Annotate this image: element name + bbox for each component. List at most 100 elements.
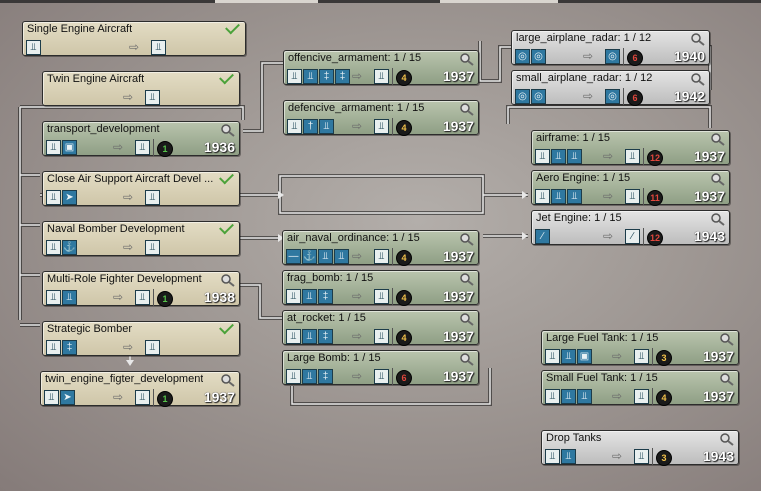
divider xyxy=(392,368,393,385)
magnifier-icon[interactable] xyxy=(719,372,735,386)
magnifier-icon[interactable] xyxy=(710,212,726,226)
magnifier-icon[interactable] xyxy=(719,432,735,446)
radar-icon: ◎ xyxy=(515,89,530,104)
result-plane-icon: ⫫ xyxy=(374,119,389,134)
tech-title: Multi-Role Fighter Development xyxy=(47,273,202,285)
divider xyxy=(623,88,624,105)
magnifier-icon[interactable] xyxy=(459,232,475,246)
result-plane-icon: ⫫ xyxy=(135,290,150,305)
result-plane-icon: ⫫ xyxy=(374,289,389,304)
tech-strategic-bomber[interactable]: Strategic Bomber⫫‡⇨⫫ xyxy=(42,319,240,356)
checkmark-icon xyxy=(219,319,234,335)
result-plane-icon: ⫫ xyxy=(135,140,150,155)
difficulty-badge: 1 xyxy=(157,391,173,407)
plane-icon: ⫫ xyxy=(545,349,560,364)
result-plane-icon: ⫫ xyxy=(625,189,640,204)
arrow-right-icon: ⇨ xyxy=(113,290,124,304)
tech-twin-engine-aircraft[interactable]: Twin Engine Aircraft⇨⫫ xyxy=(42,69,240,106)
requirement-icons: ⫫⫫⫫ xyxy=(535,149,583,164)
tech-year: 1943 xyxy=(702,448,734,464)
magnifier-icon[interactable] xyxy=(459,312,475,326)
magnifier-icon[interactable] xyxy=(220,373,236,387)
plane-icon: ⫫ xyxy=(286,369,301,384)
result-plane-icon: ⫫ xyxy=(135,390,150,405)
requirement-icons: ∕ xyxy=(535,229,551,244)
arrow-right-icon: ⇨ xyxy=(612,449,623,463)
tech-year: 1936 xyxy=(203,139,235,155)
tech-close-air-support-aircraft-devel[interactable]: Close Air Support Aircraft Devel ...⫫➤⇨⫫ xyxy=(42,169,240,206)
tech-title: airframe: 1 / 15 xyxy=(536,132,610,144)
magnifier-icon[interactable] xyxy=(459,352,475,366)
magnifier-icon[interactable] xyxy=(690,32,706,46)
magnifier-icon[interactable] xyxy=(220,123,236,137)
bomb-icon: ‡ xyxy=(318,289,333,304)
magnifier-icon[interactable] xyxy=(690,72,706,86)
plane-icon: ⫫ xyxy=(551,149,566,164)
tech-year: 1937 xyxy=(442,118,474,134)
tech-year: 1937 xyxy=(442,328,474,344)
requirement-icons: —⚓⫫⫫ xyxy=(286,249,350,264)
plane-icon: ⫫ xyxy=(319,119,334,134)
tech-single-engine-aircraft[interactable]: Single Engine Aircraft⫫⇨⫫ xyxy=(22,19,246,56)
tech-year: 1942 xyxy=(673,88,705,104)
difficulty-badge: 4 xyxy=(396,250,412,266)
magnifier-icon[interactable] xyxy=(459,52,475,66)
arrow-right-icon: ⇨ xyxy=(612,389,623,403)
magnifier-icon[interactable] xyxy=(459,272,475,286)
magnifier-icon[interactable] xyxy=(710,132,726,146)
tech-year: 1937 xyxy=(693,148,725,164)
tech-title: Small Fuel Tank: 1 / 15 xyxy=(546,372,658,384)
tech-title: Large Bomb: 1 / 15 xyxy=(287,352,381,364)
divider xyxy=(153,139,154,156)
arrow-right-icon: ⇨ xyxy=(352,369,363,383)
result-plane-icon: ⫫ xyxy=(145,90,160,105)
plane-icon: ⫫ xyxy=(334,249,349,264)
tech-title: air_naval_ordinance: 1 / 15 xyxy=(287,232,420,244)
magnifier-icon[interactable] xyxy=(459,102,475,116)
result-plane-icon: ⫫ xyxy=(374,329,389,344)
plane-icon: ⫫ xyxy=(302,369,317,384)
divider xyxy=(392,118,393,135)
arrow-right-icon: ⇨ xyxy=(603,149,614,163)
arrow-right-icon: ⇨ xyxy=(352,329,363,343)
requirement-icons: ⫫‡ xyxy=(46,340,78,355)
arrow-right-icon: ⇨ xyxy=(352,249,363,263)
plane-icon: ⫫ xyxy=(577,389,592,404)
magnifier-icon[interactable] xyxy=(710,172,726,186)
magnifier-icon[interactable] xyxy=(719,332,735,346)
tech-title: Twin Engine Aircraft xyxy=(47,73,145,85)
arrow-right-icon: ⇨ xyxy=(612,349,623,363)
result-plane-icon: ⫫ xyxy=(634,449,649,464)
difficulty-badge: 4 xyxy=(656,390,672,406)
plane-icon: ⫫ xyxy=(44,390,59,405)
cargo-icon: ▣ xyxy=(577,349,592,364)
plane-icon: ⫫ xyxy=(561,389,576,404)
arrow-right-icon: ⇨ xyxy=(129,40,140,54)
radar-icon: ◎ xyxy=(531,89,546,104)
difficulty-badge: 3 xyxy=(656,450,672,466)
bomb-icon: ‡ xyxy=(319,69,334,84)
plane-icon: ⫫ xyxy=(46,290,61,305)
difficulty-badge: 4 xyxy=(396,70,412,86)
tech-title: twin_engine_figter_development xyxy=(45,373,204,385)
tech-naval-bomber-development[interactable]: Naval Bomber Development⫫⚓⇨⫫ xyxy=(42,219,240,256)
requirement-icons: ⫫⫫⫫ xyxy=(545,389,593,404)
magnifier-icon[interactable] xyxy=(220,273,236,287)
